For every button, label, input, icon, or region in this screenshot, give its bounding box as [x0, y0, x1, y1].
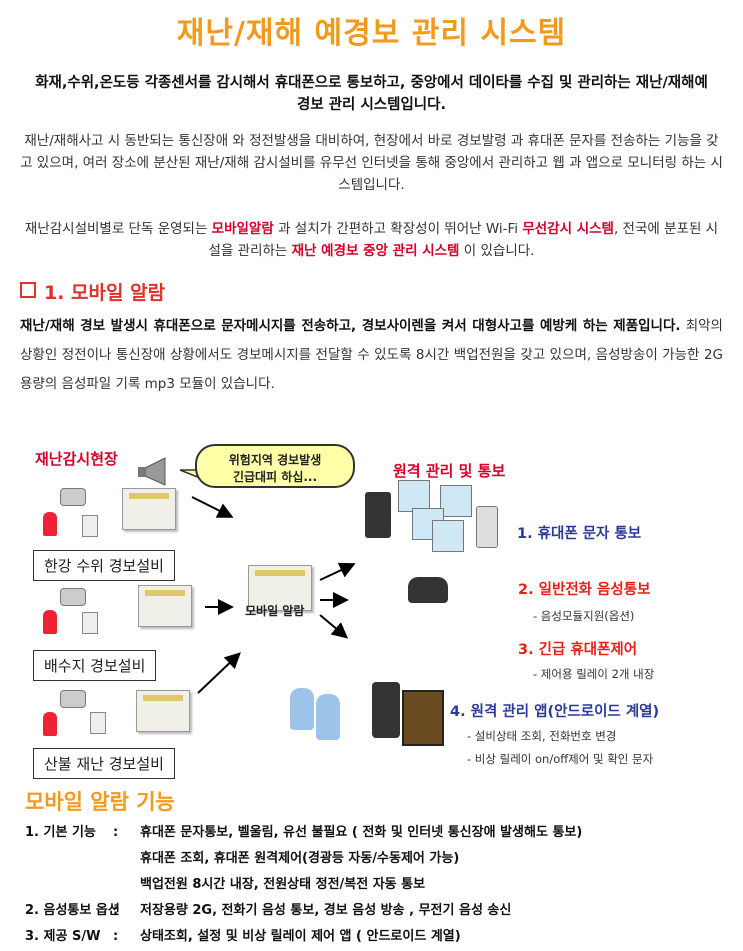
alert-bubble-text: 위험지역 경보발생 긴급대피 하십...	[228, 453, 322, 484]
site-label: 재난감시현장	[35, 450, 118, 468]
sensor-icon	[60, 690, 86, 708]
intro-text: 화재,수위,온도등 각종센서를 감시해서 휴대폰으로 통보하고, 중앙에서 데이…	[35, 75, 708, 113]
person-icon	[316, 694, 340, 740]
output-sms: 1. 휴대폰 문자 통보	[517, 526, 642, 542]
overview-highlight-mobile-alarm: 모바일알람	[211, 221, 274, 237]
section-heading: 1. 모바일 알람	[20, 278, 165, 305]
overview-text-4: 이 있습니다.	[459, 243, 535, 259]
function-text: 상태조회, 설정 및 비상 릴레이 제어 앱 ( 안드로이드 계열)	[140, 929, 461, 944]
alarm-device-icon	[136, 690, 190, 732]
function-row: 휴대폰 조회, 휴대폰 원격제어(경광등 자동/수동제어 가능)	[25, 846, 725, 872]
output-remote-app-sub-1: - 설비상태 조회, 전화번호 변경	[467, 729, 617, 743]
function-row: 1. 기본 기능 : 휴대폰 문자통보, 벨울림, 유선 불필요 ( 전화 및 …	[25, 820, 725, 846]
flip-phone-icon	[476, 506, 498, 548]
fire-extinguisher-icon	[43, 610, 57, 634]
fire-extinguisher-icon	[43, 512, 57, 536]
function-colon: :	[113, 903, 119, 918]
function-text: 백업전원 8시간 내장, 전원상태 정전/복전 자동 통보	[140, 877, 426, 892]
function-text: 저장용량 2G, 전화기 음성 통보, 경보 음성 방송 , 무전기 음성 송신	[140, 903, 512, 918]
output-emergency-control: 3. 긴급 휴대폰제어	[518, 642, 638, 658]
function-number	[25, 872, 113, 898]
site-box-han-river: 한강 수위 경보설비	[33, 550, 175, 581]
overview-text-3: , 전국에 분포된 시설을 관리하는	[208, 221, 719, 259]
alarm-device-icon	[138, 585, 192, 627]
center-label: 모바일 알람	[245, 604, 305, 618]
overview-highlight-central: 재난 예경보 중앙 관리 시스템	[291, 243, 460, 259]
mobile-alarm-device-icon	[248, 565, 312, 611]
fire-extinguisher-icon	[43, 712, 57, 736]
detector-icon	[90, 712, 106, 734]
app-screen-icon	[402, 690, 444, 746]
sensor-icon	[60, 488, 86, 506]
alarm-device-icon	[122, 488, 176, 530]
overview-highlight-wireless: 무선감시 시스템	[522, 221, 614, 237]
function-number: 1. 기본 기능	[25, 825, 96, 840]
product-overview-paragraph: 재난감시설비별로 단독 운영되는 모바일알람 과 설치가 간편하고 확장성이 뛰…	[20, 218, 723, 262]
output-remote-app: 4. 원격 관리 앱(안드로이드 계열)	[450, 704, 660, 720]
function-row: 백업전원 8시간 내장, 전원상태 정전/복전 자동 통보	[25, 872, 725, 898]
function-row: 3. 제공 S/W : 상태조회, 설정 및 비상 릴레이 제어 앱 ( 안드로…	[25, 924, 725, 950]
output-remote-app-sub-2: - 비상 릴레이 on/off제어 및 확인 문자	[467, 752, 654, 766]
sensor-icon	[60, 588, 86, 606]
smartphone-icon	[372, 682, 400, 738]
overview-text-2: 과 설치가 간편하고 확장성이 뛰어난 Wi-Fi	[273, 221, 523, 237]
function-number: 2. 음성통보 옵션	[25, 903, 120, 918]
function-text: 휴대폰 문자통보, 벨울림, 유선 불필요 ( 전화 및 인터넷 통신장애 발생…	[140, 825, 583, 840]
section-body-bold: 재난/재해 경보 발생시 휴대폰으로 문자메시지를 전송하고, 경보사이렌을 켜…	[20, 318, 681, 334]
section-body: 재난/재해 경보 발생시 휴대폰으로 문자메시지를 전송하고, 경보사이렌을 켜…	[20, 312, 723, 399]
remote-label: 원격 관리 및 통보	[393, 462, 506, 480]
alert-bubble: 위험지역 경보발생 긴급대피 하십...	[195, 444, 355, 488]
function-row: 2. 음성통보 옵션 : 저장용량 2G, 전화기 음성 통보, 경보 음성 방…	[25, 898, 725, 924]
site-box-forest-fire: 산불 재난 경보설비	[33, 748, 175, 779]
telephone-icon	[408, 577, 448, 603]
function-colon	[113, 872, 140, 898]
overview-text-1: 재난감시설비별로 단독 운영되는	[24, 221, 212, 237]
phone-icon	[365, 492, 391, 538]
function-number	[25, 846, 113, 872]
function-number: 3. 제공 S/W	[25, 929, 101, 944]
output-emergency-control-sub: - 제어용 릴레이 2개 내장	[533, 667, 655, 681]
section-heading-text: 1. 모바일 알람	[44, 282, 166, 304]
section-body-normal: 최악의 상황인 정전이나 통신장애 상황에서도 경보메시지를 전달할 수 있도록…	[20, 318, 723, 392]
page-title: 재난/재해 예경보 관리 시스템	[176, 16, 567, 51]
site-box-reservoir: 배수지 경보설비	[33, 650, 157, 681]
function-colon: :	[113, 825, 119, 840]
function-colon	[113, 846, 140, 872]
function-text: 휴대폰 조회, 휴대폰 원격제어(경광등 자동/수동제어 가능)	[140, 851, 460, 866]
message-icon	[432, 520, 464, 552]
function-colon: :	[113, 929, 119, 944]
functions-title: 모바일 알람 기능	[25, 790, 175, 814]
description-paragraph: 재난/재해사고 시 동반되는 통신장애 와 정전발생을 대비하여, 현장에서 바…	[20, 133, 723, 193]
detector-icon	[82, 612, 98, 634]
output-voice-call: 2. 일반전화 음성통보	[518, 582, 651, 598]
functions-list: 1. 기본 기능 : 휴대폰 문자통보, 벨울림, 유선 불필요 ( 전화 및 …	[25, 820, 725, 950]
message-icon	[440, 485, 472, 517]
checkbox-bullet-icon	[20, 282, 36, 298]
person-icon	[290, 688, 314, 730]
output-voice-call-sub: - 음성모듈지원(옵션)	[533, 609, 635, 623]
detector-icon	[82, 515, 98, 537]
